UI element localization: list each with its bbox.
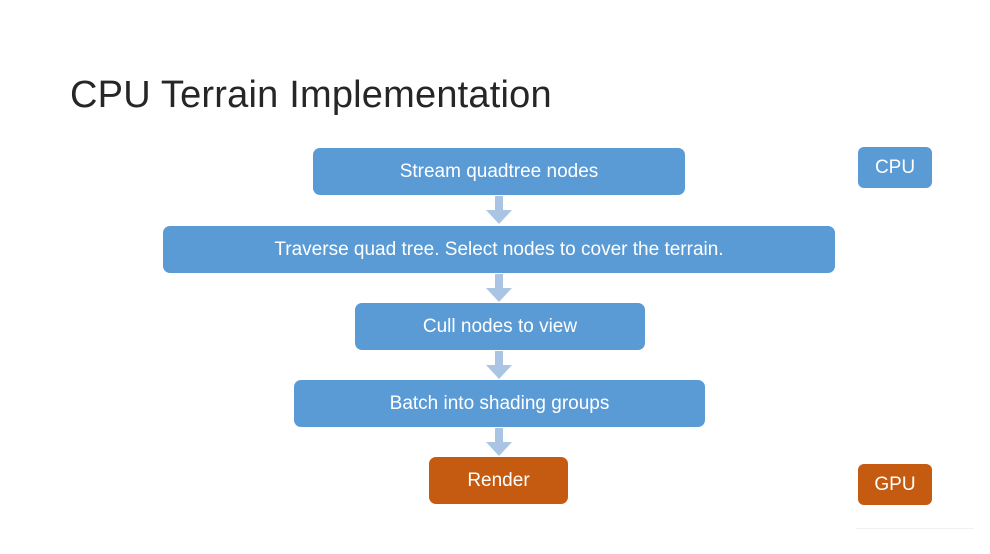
- flow-step-traverse-quad-tree[interactable]: Traverse quad tree. Select nodes to cove…: [163, 226, 835, 273]
- down-arrow-icon: [486, 428, 512, 456]
- down-arrow-icon: [486, 351, 512, 379]
- down-arrow-icon: [486, 196, 512, 224]
- flow-step-render[interactable]: Render: [429, 457, 568, 504]
- slide-edge-divider: [856, 528, 974, 529]
- flow-step-cull-nodes-to-view[interactable]: Cull nodes to view: [355, 303, 645, 350]
- legend-badge-cpu: CPU: [858, 147, 932, 188]
- flow-step-batch-into-shading-groups[interactable]: Batch into shading groups: [294, 380, 705, 427]
- legend-badge-gpu: GPU: [858, 464, 932, 505]
- flow-step-stream-quadtree-nodes[interactable]: Stream quadtree nodes: [313, 148, 685, 195]
- page-title: CPU Terrain Implementation: [70, 74, 552, 117]
- down-arrow-icon: [486, 274, 512, 302]
